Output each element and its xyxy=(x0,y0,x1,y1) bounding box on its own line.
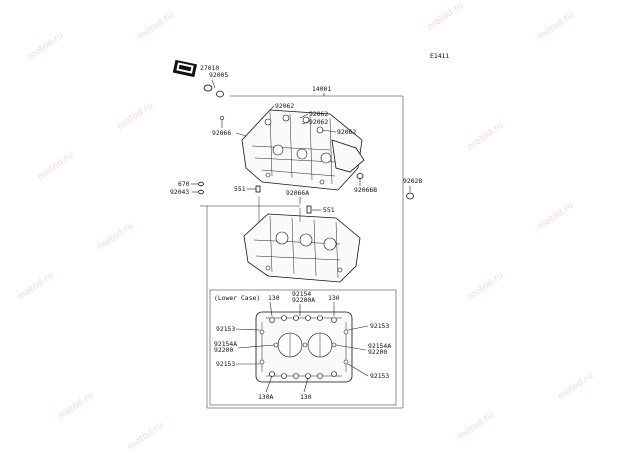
part-label-92154: 92154 xyxy=(292,290,311,298)
leader-line xyxy=(269,301,335,317)
lower-crankcase xyxy=(243,196,361,283)
watermark-text: motod.ru xyxy=(426,1,466,33)
part-label-92200A: 92200A xyxy=(292,296,315,304)
oring-part xyxy=(406,192,414,200)
part-label-92154A: 92154A xyxy=(214,340,237,348)
dowel-pin xyxy=(219,115,225,121)
part-label-130: 130 xyxy=(328,294,340,302)
part-label-551: 551 xyxy=(323,206,335,214)
leader-line xyxy=(237,344,275,349)
inset-title: (Lower Case) xyxy=(214,294,260,302)
part-label-92028: 92028 xyxy=(403,177,422,185)
pin-part xyxy=(198,189,204,195)
leader-line xyxy=(347,363,369,377)
part-label-92153: 92153 xyxy=(370,372,389,380)
part-label-92062: 92062 xyxy=(337,128,356,136)
part-label-92200: 92200 xyxy=(214,346,233,354)
oring-part xyxy=(198,181,204,187)
part-label-92066B: 92066B xyxy=(354,186,377,194)
part-label-92066: 92066 xyxy=(212,129,231,137)
plug-part xyxy=(203,84,224,98)
dowel-pin xyxy=(306,205,312,214)
leader-line xyxy=(235,132,247,137)
part-label-92062: 92062 xyxy=(309,118,328,126)
lower-case-plan-view xyxy=(255,311,353,383)
part-label-14001: 14001 xyxy=(312,85,331,93)
leader-line xyxy=(335,344,367,351)
watermark-text: motod.ru xyxy=(96,221,136,253)
part-label-27010: 27010 xyxy=(200,64,219,72)
part-label-670: 670 xyxy=(178,180,190,188)
watermark-text: motod.ru xyxy=(536,201,576,233)
part-label-92066A: 92066A xyxy=(286,189,309,197)
part-label-92200: 92200 xyxy=(368,348,387,356)
watermark-text: motod.ru xyxy=(36,151,76,183)
leader-line xyxy=(301,121,309,125)
assembly-bracket xyxy=(206,95,404,409)
leader-line xyxy=(235,328,261,331)
watermark-text: motod.ru xyxy=(26,31,66,63)
upper-crankcase xyxy=(241,109,365,191)
part-label-92005: 92005 xyxy=(209,71,228,79)
watermark-text: motod.ru xyxy=(136,11,176,43)
plug-part xyxy=(356,173,364,179)
part-label-130: 130 xyxy=(300,393,312,401)
seal-icon xyxy=(172,59,198,78)
watermark-text: motod.ru xyxy=(16,271,56,303)
leader-line xyxy=(299,113,309,119)
watermark-text: motod.ru xyxy=(116,101,156,133)
leader-line xyxy=(267,105,275,113)
watermark-text: motod.ru xyxy=(466,271,506,303)
lower-case-inset xyxy=(209,289,397,406)
watermark-text: motod.ru xyxy=(556,371,596,403)
part-label-92154A: 92154A xyxy=(368,342,391,350)
part-label-92043: 92043 xyxy=(170,188,189,196)
part-label-92062: 92062 xyxy=(309,110,328,118)
watermark-text: motod.ru xyxy=(466,121,506,153)
part-label-551: 551 xyxy=(234,185,246,193)
part-label-130A: 130A xyxy=(258,393,274,401)
leader-line xyxy=(321,129,337,133)
diagram-id: E1411 xyxy=(430,52,449,60)
leader-line xyxy=(303,377,309,393)
watermark-text: motod.ru xyxy=(56,391,96,423)
part-label-92062: 92062 xyxy=(275,102,294,110)
part-label-92153: 92153 xyxy=(216,360,235,368)
leader-line xyxy=(347,325,369,331)
watermark-text: motod.ru xyxy=(536,11,576,43)
leader-line xyxy=(211,79,216,89)
watermark-text: motod.ru xyxy=(456,411,496,443)
part-label-92153: 92153 xyxy=(370,322,389,330)
part-label-92153: 92153 xyxy=(216,325,235,333)
dowel-pin xyxy=(255,185,261,193)
leader-line xyxy=(265,375,273,393)
watermark-text: motod.ru xyxy=(126,421,166,453)
part-label-130: 130 xyxy=(268,294,280,302)
